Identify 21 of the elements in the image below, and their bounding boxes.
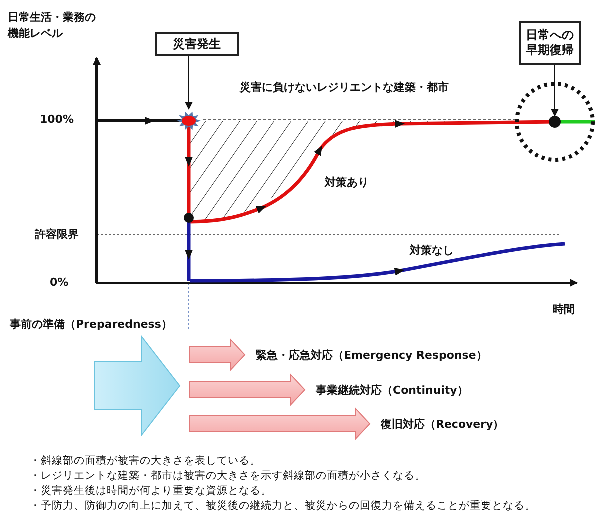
note-text: ・レジリエントな建築・都市は被害の大きさを示す斜線部の面積が小さくなる。 bbox=[30, 469, 426, 483]
curve-label: 対策なし bbox=[410, 244, 454, 258]
note-text: ・予防力、防御力の向上に加えて、被災後の継続力と、被災からの回復力を備えることが重要となる。 bbox=[30, 499, 536, 513]
section-heading: 事前の準備（Preparedness） bbox=[10, 318, 172, 332]
event-box: 災害発生 bbox=[155, 32, 239, 56]
tick-label: 100% bbox=[40, 113, 74, 127]
event-box: 日常への早期復帰 bbox=[519, 21, 581, 65]
arrow-label: 事業継続対応（Continuity） bbox=[316, 384, 468, 398]
tick-label: 許容限界 bbox=[35, 228, 79, 242]
arrow-label: 復旧対応（Recovery） bbox=[381, 418, 504, 432]
annotation-text: 災害に負けないレジリエントな建築・都市 bbox=[240, 81, 449, 95]
axis-title: 日常生活・業務の機能レベル bbox=[8, 10, 96, 42]
note-text: ・災害発生後は時間が何より重要な資源となる。 bbox=[30, 484, 272, 498]
curve-label: 対策あり bbox=[325, 176, 369, 190]
axis-label: 時間 bbox=[553, 303, 575, 317]
arrow bbox=[551, 64, 559, 117]
note-text: ・斜線部の面積が被害の大きさを表している。 bbox=[30, 454, 261, 468]
tick-label: 0% bbox=[50, 276, 69, 290]
arrow-label: 緊急・応急対応（Emergency Response） bbox=[256, 349, 488, 363]
arrow bbox=[185, 56, 193, 110]
dot-marker bbox=[549, 116, 561, 128]
